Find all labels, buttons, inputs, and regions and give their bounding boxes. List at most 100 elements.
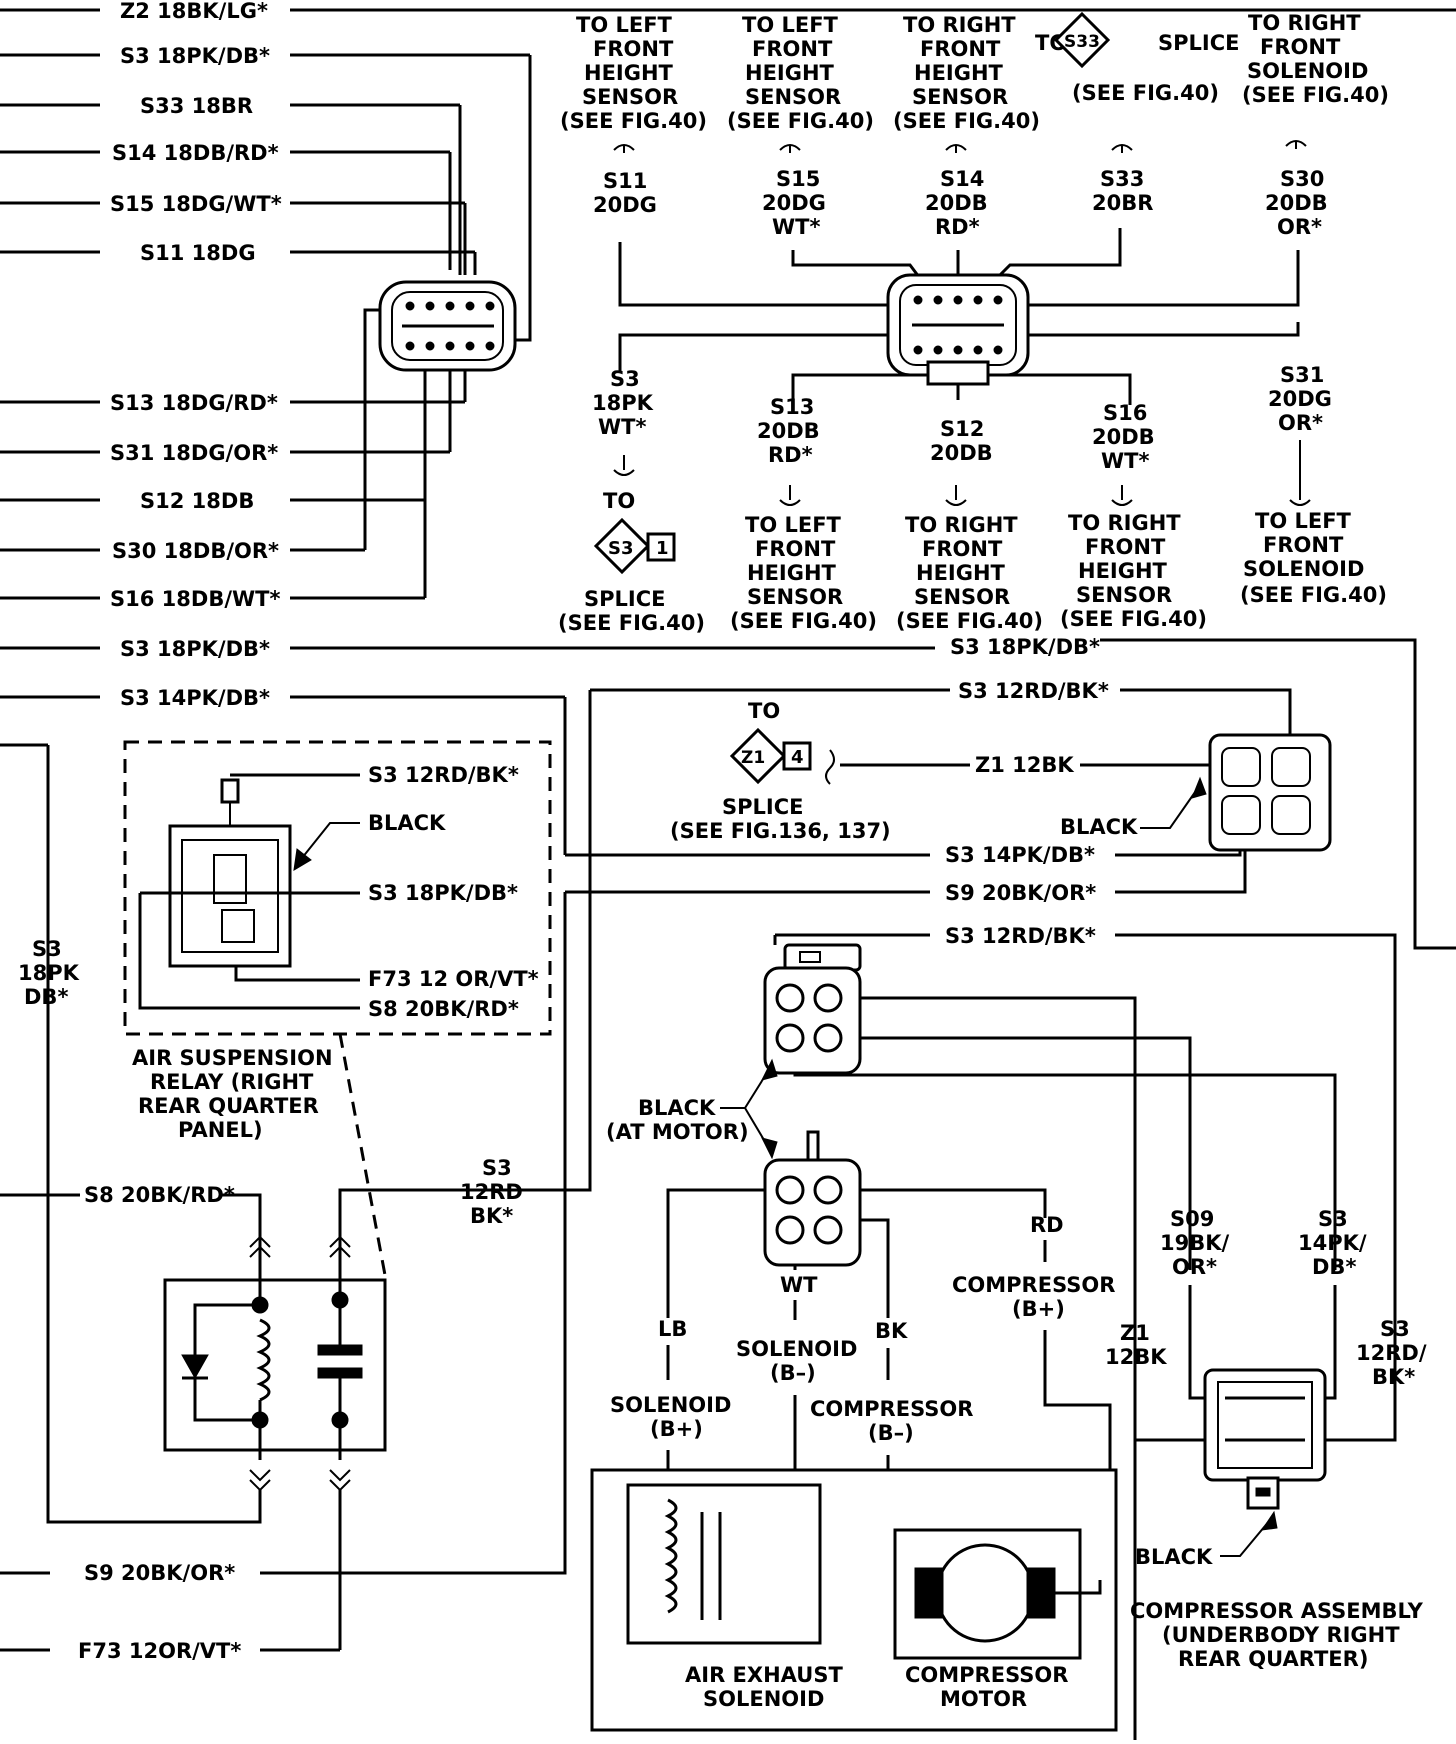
- wire-label: S30 18DB/OR*: [112, 539, 279, 563]
- splice-pin: 1: [656, 538, 669, 559]
- wire-id: S13: [770, 395, 814, 419]
- wire-label: Z2 18BK/LG*: [120, 0, 268, 23]
- relay-title: REAR QUARTER: [138, 1094, 319, 1118]
- center-top-connector: [886, 273, 1030, 386]
- dest-line: SENSOR: [582, 85, 678, 109]
- relay-title: RELAY (RIGHT: [150, 1070, 314, 1094]
- air-suspension-relay: S3 18PK DB* S3 12RD/BK* BLACK S3 18PK/DB…: [0, 740, 552, 1524]
- sol-plus: (B+): [650, 1417, 703, 1441]
- connector-arrow-icon: [249, 1235, 271, 1258]
- splice-id: Z1: [741, 748, 765, 768]
- motor-color: BLACK: [638, 1096, 716, 1120]
- wire-id: 20DB: [1092, 425, 1155, 449]
- relay-color: BLACK: [368, 811, 446, 835]
- wire-label: S3 18PK/DB*: [120, 637, 270, 661]
- wire-id: 20DG: [1268, 387, 1332, 411]
- comp-minus: COMPRESSOR: [810, 1397, 973, 1421]
- relay-left-label: 18PK: [18, 961, 80, 985]
- wire-id: 20DG: [593, 193, 657, 217]
- sol-minus: SOLENOID: [736, 1337, 857, 1361]
- s3-splice: TO S3 1 SPLICE (SEE FIG.40): [558, 489, 705, 635]
- bottom-ticks: [613, 440, 1311, 506]
- wire-label: S3 14PK/DB*: [120, 686, 270, 710]
- left-connector: [378, 280, 517, 372]
- relay-s3-label: BK*: [470, 1204, 513, 1228]
- wire-id: OR*: [1277, 215, 1322, 239]
- dest-line: (SEE FIG.40): [896, 609, 1043, 633]
- wire-label: S3 14PK/DB*: [945, 843, 1095, 867]
- wire-label: S13 18DG/RD*: [110, 391, 278, 415]
- dest-line: HEIGHT: [916, 561, 1006, 585]
- dest-line: (SEE FIG.40): [893, 109, 1040, 133]
- dest-line: (SEE FIG.40): [727, 109, 874, 133]
- splice-label: SPLICE: [722, 795, 803, 819]
- dest-line: TO LEFT: [745, 513, 842, 537]
- wire-id: S15: [776, 167, 820, 191]
- dest-line: SENSOR: [912, 85, 1008, 109]
- coil-icon: [256, 1318, 271, 1402]
- wire-label: S12 18DB: [140, 489, 254, 513]
- left-wire-list: Z2 18BK/LG* S3 18PK/DB* S33 18BR S14 18D…: [0, 0, 1456, 710]
- dest-line: FRONT: [755, 537, 836, 561]
- splice-ref: (SEE FIG.40): [558, 611, 705, 635]
- splice-to: TO: [603, 489, 635, 513]
- wire-id: 20DB: [1265, 191, 1328, 215]
- wire-id: S33: [1100, 167, 1144, 191]
- splice-word: SPLICE: [1158, 31, 1239, 55]
- dest-line: FRONT: [920, 37, 1001, 61]
- assembly-label: AIR EXHAUST: [685, 1663, 843, 1687]
- wire-id: S12: [940, 417, 984, 441]
- dest-line: (SEE FIG.40): [560, 109, 707, 133]
- connector-arrow-icon: [249, 1469, 271, 1492]
- wire-label: S16 18DB/WT*: [110, 587, 280, 611]
- contact-icon: [317, 1344, 363, 1356]
- comp-wire: 12BK: [1105, 1345, 1167, 1369]
- comp-wire: OR*: [1172, 1255, 1217, 1279]
- right-connector: [1208, 733, 1332, 852]
- wire-label: S31 18DG/OR*: [110, 441, 278, 465]
- wire-id: 20DB: [757, 419, 820, 443]
- middle-section: S3 18PK/DB* S3 12RD/BK* TO Z1 4 SPLICE (…: [260, 635, 1456, 1575]
- top-lower-wires: S3 18PK WT* S13 20DB RD* S12 20DB S16 20…: [592, 363, 1332, 473]
- splice-to: TO: [748, 699, 780, 723]
- splice-id: S33: [1064, 32, 1100, 52]
- dest-line: (SEE FIG.40): [1072, 81, 1219, 105]
- relay-title: AIR SUSPENSION: [132, 1046, 333, 1070]
- sol-plus: SOLENOID: [610, 1393, 731, 1417]
- pin-label: LB: [658, 1317, 687, 1341]
- wire-id: S14: [940, 167, 984, 191]
- dest-line: FRONT: [1263, 533, 1344, 557]
- wire-label: S14 18DB/RD*: [112, 141, 279, 165]
- dest-line: TO LEFT: [576, 13, 673, 37]
- dest-line: FRONT: [1085, 535, 1166, 559]
- wire-id: S11: [603, 169, 647, 193]
- dest-line: FRONT: [1260, 35, 1341, 59]
- relay-title: PANEL): [178, 1118, 263, 1142]
- splice-label: SPLICE: [584, 587, 665, 611]
- dest-line: FRONT: [922, 537, 1003, 561]
- top-connector-routing: [618, 228, 1300, 405]
- comp-color: BLACK: [1135, 1545, 1213, 1569]
- diode-icon: [181, 1354, 209, 1380]
- connector-arrow-icon: [329, 1235, 351, 1258]
- relay-s3-label: 12RD: [460, 1180, 523, 1204]
- comp-title: REAR QUARTER): [1178, 1647, 1368, 1671]
- dest-line: (SEE FIG.40): [1060, 607, 1207, 631]
- connector-arrow-icon: [329, 1469, 351, 1492]
- wire-id: WT*: [1101, 449, 1149, 473]
- motor-connectors: BLACK (AT MOTOR) LB WT BK RD SOLENOID (B…: [606, 935, 1337, 1740]
- top-ticks: [613, 140, 1307, 153]
- relay-left-label: S3: [32, 937, 62, 961]
- sol-minus: (B–): [770, 1361, 816, 1385]
- dest-line: SOLENOID: [1243, 557, 1364, 581]
- dest-line: SENSOR: [747, 585, 843, 609]
- wire-id: 20DB: [925, 191, 988, 215]
- wire-label: S3 18PK/DB*: [120, 44, 270, 68]
- wire-id: 20BR: [1092, 191, 1153, 215]
- connector-color: BLACK: [1060, 815, 1138, 839]
- splice-diamond-icon: [593, 517, 651, 575]
- comp-title: COMPRESSOR ASSEMBLY: [1130, 1599, 1424, 1623]
- dest-line: HEIGHT: [745, 61, 835, 85]
- splice-id: S3: [608, 538, 634, 559]
- top-destinations: TO LEFT FRONT HEIGHT SENSOR (SEE FIG.40)…: [560, 11, 1389, 133]
